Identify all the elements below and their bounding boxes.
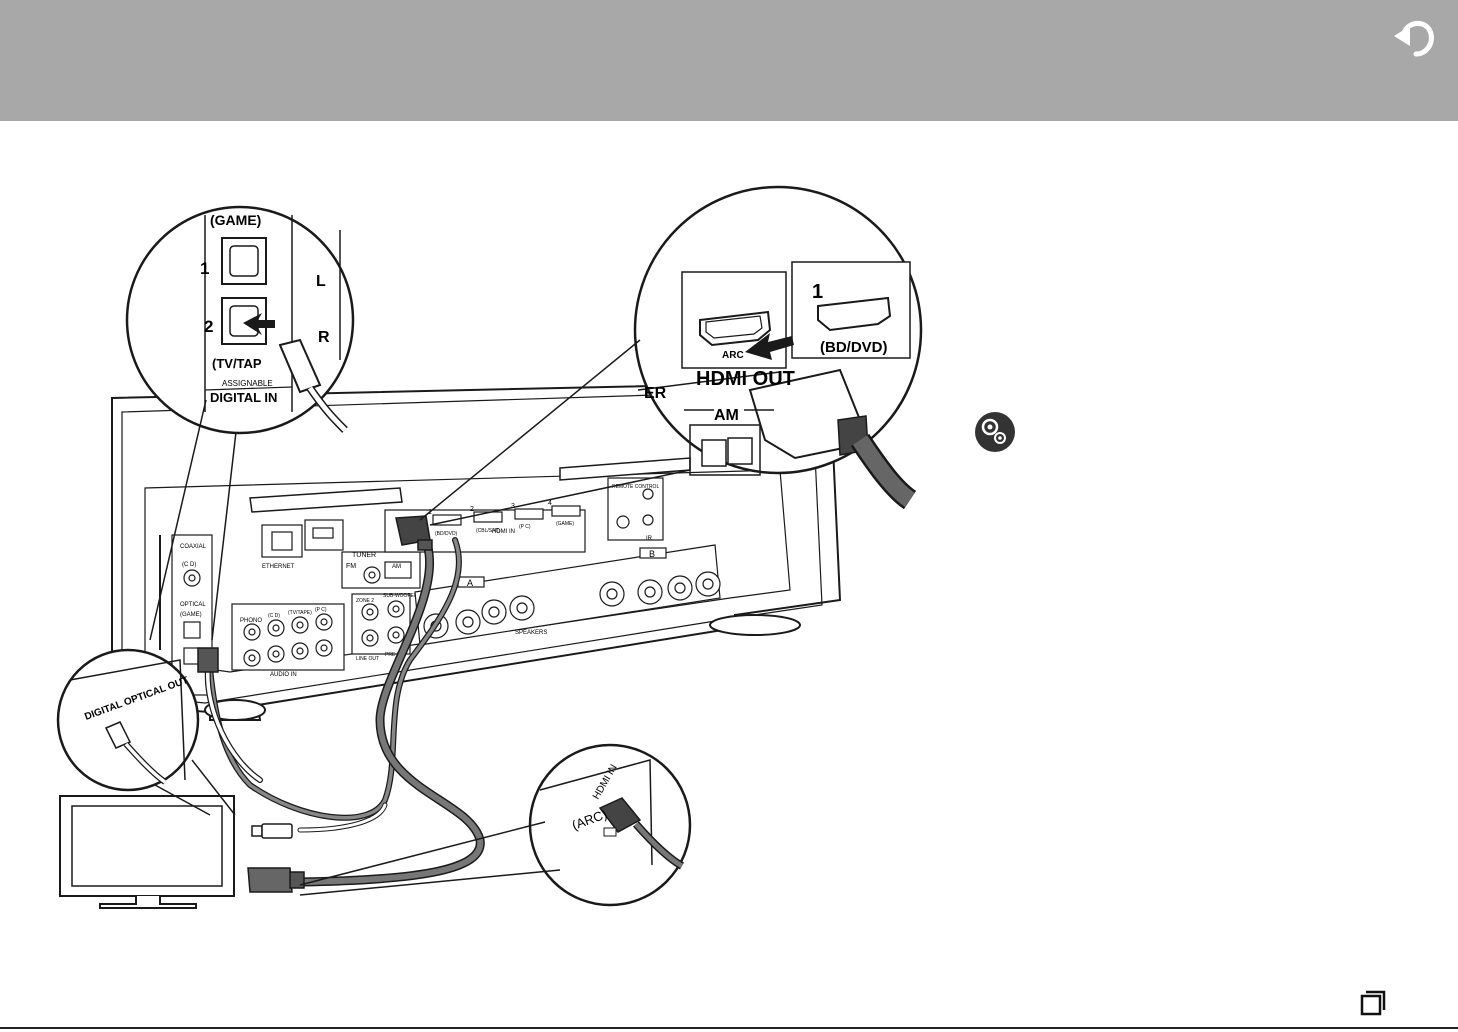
hdmi-port-4-label: (GAME) [556, 521, 574, 527]
audio-tv-tape-label: (TV/TAPE) [288, 610, 312, 616]
footer-divider [0, 1027, 1458, 1029]
hdmi-port-1-label: (BD/DVD) [435, 531, 458, 537]
zoom-optical-digital-in: DIGITAL IN [210, 390, 277, 405]
line-out-label: LINE OUT [356, 656, 379, 662]
audio-in-label: AUDIO IN [270, 672, 297, 678]
hdmi-port-3-label: (P C) [519, 524, 531, 530]
phono-label: PHONO [240, 618, 262, 624]
zoom-hdmi-circle [419, 185, 923, 526]
coax-cd-label: (C D) [182, 562, 196, 568]
speaker-a-label: A [467, 578, 473, 588]
zoom-optical-assignable: ASSIGNABLE [222, 379, 273, 388]
digital-in-panel [171, 534, 213, 696]
optical-label: OPTICAL [180, 602, 206, 608]
ir-label: IR [646, 536, 653, 542]
zoom-hdmi-bd-dvd: (BD/DVD) [820, 339, 888, 356]
pre-out-label: PRE OUT [385, 652, 407, 658]
coaxial-label: COAXIAL [180, 544, 207, 550]
ethernet-usb-panel [261, 519, 344, 558]
preout-panel [351, 593, 411, 655]
zoom-hdmi-out-label: HDMI OUT [696, 368, 795, 390]
antennas [249, 457, 691, 513]
tv [59, 795, 235, 909]
speaker-panel [414, 544, 721, 646]
tuner-panel [341, 551, 421, 589]
zoom-optical-game: (GAME) [210, 212, 261, 228]
zoom-optical-circle [125, 205, 355, 641]
zoom-optical-port1: 1 [200, 259, 209, 278]
audio-pc-label: (P C) [315, 607, 327, 613]
zoom-optical-port2: 2 [204, 317, 213, 336]
hdmi-port-2-label: (CBL/SAT) [476, 528, 500, 534]
ethernet-label: ETHERNET [262, 564, 295, 570]
zoom-tv-optical-circle [56, 648, 236, 816]
tuner-am-label: AM [392, 564, 401, 570]
settings-gears-icon [975, 412, 1015, 452]
zoom-optical-tv-tape: (TV/TAP [212, 356, 262, 371]
zoom-hdmi-port1: 1 [812, 281, 823, 303]
fm-label: FM [346, 563, 356, 570]
cables [204, 537, 485, 887]
audio-cd-label: (C D) [268, 613, 280, 619]
zoom-optical-r: R [318, 329, 330, 346]
optical-game-label: (GAME) [180, 612, 202, 618]
remote-ir-panel [607, 477, 664, 541]
zoom-optical-l: L [316, 273, 326, 290]
zoom-hdmi-arc: ARC [722, 350, 744, 361]
zoom-tv-hdmi-circle [299, 743, 692, 907]
remote-control-label: REMOTE CONTROL [612, 484, 659, 490]
page-square-icon[interactable] [1360, 990, 1386, 1016]
hdmi-port-4-number: 4 [548, 500, 552, 507]
zoom-hdmi-er: ER [644, 385, 667, 402]
zoom-hdmi-am: AM [714, 407, 739, 424]
return-arrow-icon[interactable] [1390, 14, 1440, 58]
hdmi-plug-receiver [395, 515, 433, 551]
zone2-label: ZONE 2 [356, 598, 374, 604]
audio-in-panel [231, 603, 345, 671]
speakers-label: SPEAKERS [515, 630, 547, 636]
optical-plug-receiver [197, 647, 219, 673]
speaker-b-label: B [649, 549, 655, 559]
subwoofer-label: SUB-WOOFER [383, 593, 418, 599]
hdmi-port-3-number: 3 [511, 503, 515, 510]
hdmi-port-2-number: 2 [470, 506, 474, 513]
loose-plugs [247, 823, 305, 893]
hdmi-in-label: HDMI IN [492, 529, 515, 535]
connection-diagram: COAXIAL (C D) OPTICAL (GAME) ETHERNET TU… [56, 185, 923, 909]
header-bar [0, 0, 1458, 121]
tuner-label: TUNER [352, 552, 376, 559]
